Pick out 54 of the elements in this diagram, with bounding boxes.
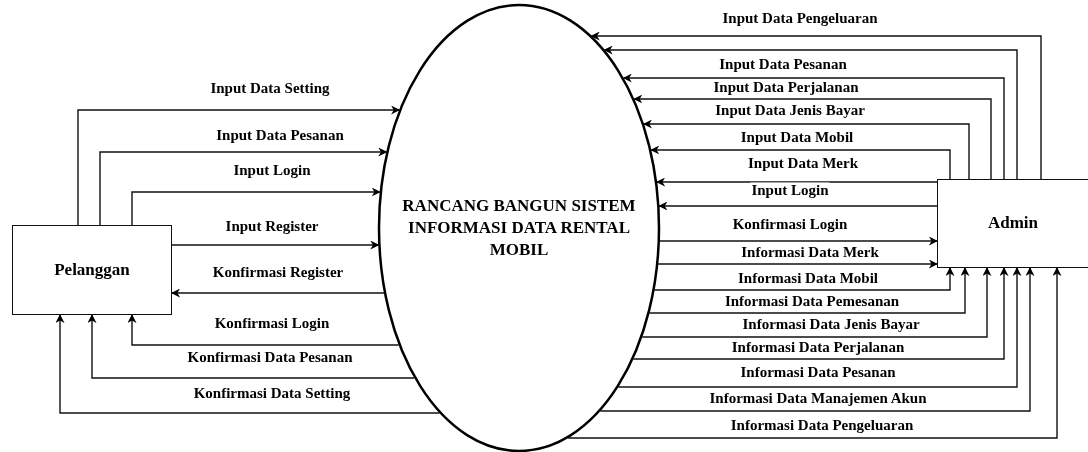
arrow [99, 147, 388, 226]
arrow [603, 45, 1018, 180]
edge-label: Input Data Pesanan [718, 56, 848, 72]
edge-label: Informasi Data Merk [740, 244, 880, 260]
arrow [656, 177, 938, 187]
arrow [617, 267, 1022, 388]
arrow [632, 267, 1009, 360]
edge-label: Informasi Data Perjalanan [730, 339, 906, 355]
entity-box [937, 179, 1088, 268]
edge-label: Input Data Pengeluaran [721, 10, 879, 26]
edge-label: Input Login [232, 162, 312, 178]
edge-label: Informasi Data Manajemen Akun [708, 390, 928, 406]
edge-label: Input Data Jenis Bayar [714, 102, 866, 118]
arrow [55, 314, 441, 414]
arrow [633, 94, 992, 180]
edge-label: Informasi Data Pesanan [739, 364, 897, 380]
arrow [599, 267, 1035, 412]
edge-label: Input Data Setting [209, 80, 331, 96]
arrow [77, 105, 401, 226]
edge-label: Input Data Merk [747, 155, 859, 171]
entity-label: Pelanggan [54, 258, 130, 281]
edge-label: Konfirmasi Data Pesanan [186, 349, 354, 365]
arrow [659, 236, 938, 246]
edge-label: Konfirmasi Data Setting [192, 385, 352, 401]
arrow [648, 267, 970, 314]
edge-label: Konfirmasi Login [731, 216, 849, 232]
edge-label: Konfirmasi Register [211, 264, 345, 280]
arrow [127, 314, 400, 346]
edge-label: Informasi Data Pengeluaran [729, 417, 915, 433]
arrow [650, 145, 951, 180]
arrow [87, 314, 415, 379]
arrow [653, 267, 955, 291]
edge-label: Informasi Data Mobil [737, 270, 879, 286]
edge-label: Konfirmasi Login [213, 315, 331, 331]
edge-label: Input Register [224, 218, 320, 234]
process-label: RANCANG BANGUN SISTEM INFORMASI DATA RENTAL MOBIL [401, 194, 637, 262]
arrow [641, 267, 992, 338]
arrow [622, 73, 1005, 180]
edge-label: Informasi Data Jenis Bayar [741, 316, 921, 332]
edge-label: Informasi Data Pemesanan [723, 293, 901, 309]
arrow [657, 259, 938, 269]
arrow [658, 201, 938, 211]
entity-label: Admin [987, 212, 1039, 235]
arrow [171, 288, 385, 298]
edge-label: Input Login [750, 182, 830, 198]
edge-label: Input Data Mobil [739, 129, 855, 145]
arrow [590, 31, 1042, 180]
entity-box [12, 225, 172, 315]
edge-label: Input Data Pesanan [215, 127, 345, 143]
arrow [171, 240, 380, 250]
arrow [643, 119, 970, 180]
edge-label: Input Data Perjalanan [712, 79, 860, 95]
arrow [131, 187, 381, 226]
arrow [567, 267, 1062, 439]
